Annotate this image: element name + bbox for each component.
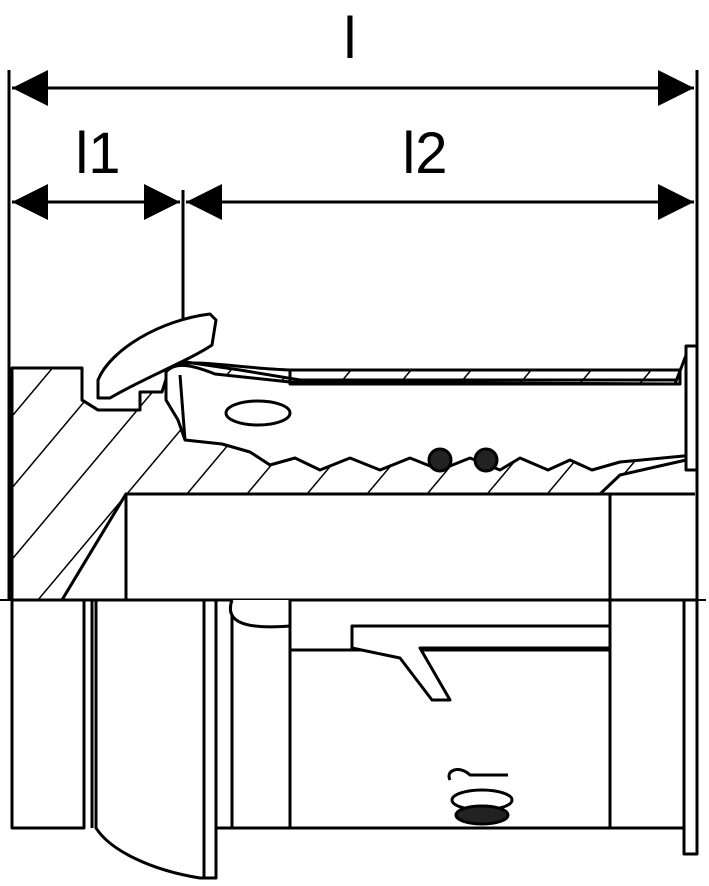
- arrowhead-l1-left: [12, 184, 48, 220]
- spring-coil-2: [454, 804, 510, 826]
- spring-clip: [447, 768, 508, 781]
- arrowhead-l1-right: [144, 184, 180, 220]
- sleeve-hatch-strip: [288, 368, 682, 386]
- nut-ring: [10, 598, 86, 830]
- arrowhead-l2-right: [658, 184, 694, 220]
- section-view: [10, 312, 699, 602]
- exterior-view: [10, 598, 699, 880]
- label-l2: l2: [402, 121, 447, 186]
- release-collar: [94, 598, 214, 880]
- arrowhead-l2-left: [186, 184, 222, 220]
- gripper-sleeve: [164, 348, 696, 472]
- inner-bore-line: [60, 492, 612, 602]
- oval-window: [224, 399, 292, 427]
- dimension-labels: l l1 l2: [75, 6, 447, 186]
- release-tab: [96, 312, 218, 400]
- dimension-lines: [7, 70, 699, 600]
- label-l1: l1: [75, 121, 120, 186]
- end-ring: [608, 598, 686, 830]
- o-ring-1: [427, 447, 453, 473]
- arrowhead-l-left: [12, 70, 48, 106]
- body-grip: [229, 599, 292, 629]
- end-flange: [684, 344, 699, 472]
- collar-rim: [202, 598, 218, 880]
- end-ring-lip: [682, 598, 699, 856]
- label-l: l: [344, 6, 357, 71]
- sleeve-edge: [171, 361, 680, 372]
- sleeve-inner-line: [178, 374, 187, 441]
- body-step: [80, 368, 99, 412]
- arrowhead-l-right: [658, 70, 694, 106]
- o-ring-2: [473, 447, 499, 473]
